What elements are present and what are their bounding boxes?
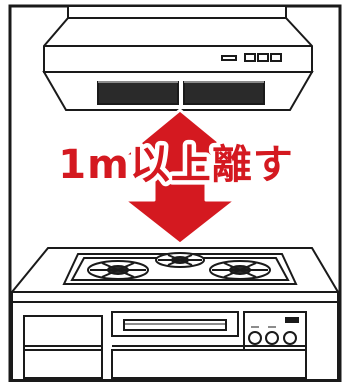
burner-left: [87, 260, 149, 280]
gas-stove-icon: [9, 247, 340, 381]
burner-center: [155, 252, 205, 268]
clearance-caption: 1m以上離す: [58, 142, 294, 188]
range-hood-icon: [42, 5, 314, 111]
double-arrow-icon: [122, 108, 238, 246]
burner-right: [209, 260, 271, 280]
